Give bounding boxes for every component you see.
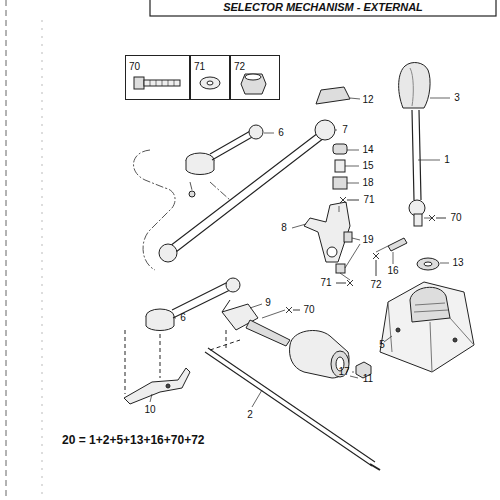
callout-number: 15	[362, 161, 373, 171]
callout-number: 3	[454, 93, 460, 103]
callout-number: 9	[265, 298, 271, 308]
callout-number: 13	[452, 258, 463, 268]
callout-number: 72	[370, 280, 381, 290]
part-table-cell: 72	[230, 55, 280, 100]
callout-number: 7	[342, 125, 348, 135]
callout-number: 8	[281, 223, 287, 233]
part-number: 70	[126, 59, 143, 74]
callout-number: 16	[387, 266, 398, 276]
callout-number: 19	[362, 235, 373, 245]
callout-number: 2	[247, 410, 253, 420]
part-number: 72	[231, 59, 248, 74]
callout-number: 5	[379, 340, 385, 350]
callout-number: 11	[363, 374, 373, 384]
callout-number: 6	[278, 128, 284, 138]
kit-formula: 20 = 1+2+5+13+16+70+72	[62, 434, 204, 446]
callout-number: 71	[363, 195, 374, 205]
callout-number: 70	[450, 213, 461, 223]
callout-number: 18	[362, 178, 373, 188]
callout-number: 10	[144, 405, 155, 415]
callout-number: 70	[303, 305, 314, 315]
callout-number: 14	[362, 145, 373, 155]
callout-number: 1	[444, 155, 450, 165]
part-number: 71	[191, 59, 208, 74]
callout-number: 17	[338, 367, 349, 377]
part-table-cell: 71	[190, 55, 230, 100]
callout-number: 71	[320, 278, 331, 288]
diagram-title: SELECTOR MECHANISM - EXTERNAL	[150, 2, 496, 13]
callout-number: 6	[180, 313, 186, 323]
part-table-cell: 70	[125, 55, 190, 100]
callout-number: 12	[362, 95, 373, 105]
